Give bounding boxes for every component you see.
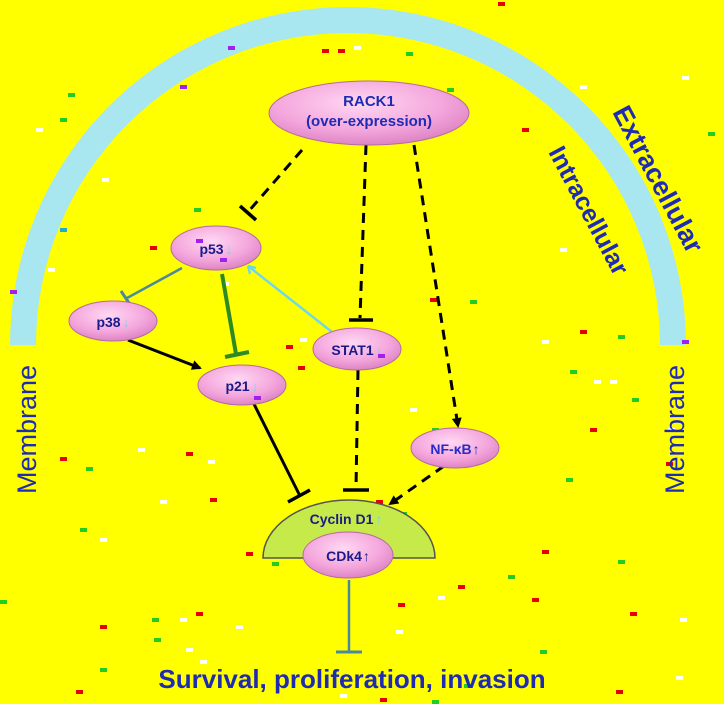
p38-label: p38↓ (96, 314, 129, 330)
rack1-label: RACK1 (343, 93, 395, 110)
node-cdk4: CDk4↑ (302, 531, 394, 579)
node-p21: p21↓ (197, 364, 287, 406)
edges (119, 144, 462, 654)
cyclin-d1-dome (262, 499, 436, 559)
edge-rack1-inhibits-stat1 (358, 144, 368, 319)
edge-p53-p21-bar (224, 350, 250, 359)
node-chips-decoration (196, 239, 385, 566)
node-rack1: RACK1 (over-expression) (268, 80, 470, 146)
edge-p53-inhibits-p38 (126, 266, 183, 300)
edge-stat1-activates-p53 (247, 265, 333, 333)
node-p53: p53↓ (170, 225, 262, 271)
edge-p38-activates-p21 (127, 338, 202, 370)
rack1-sublabel: (over-expression) (306, 113, 432, 130)
nfkb-label: NF-κB↑ (430, 441, 479, 457)
edge-stat1-inhibits-cyclin (354, 369, 360, 489)
node-nfkb: NF-κB↑ (410, 427, 500, 469)
edge-rack1-activates-nfkb (412, 144, 462, 428)
edge-p53-inhibits-p21 (220, 273, 238, 355)
edge-p21-cyclin-bar (287, 488, 311, 504)
outcome-label: Survival, proliferation, invasion (158, 664, 545, 694)
p21-label: p21↓ (225, 378, 258, 394)
stat1-label: STAT1↓ (331, 342, 382, 358)
edge-rack1-inhibits-p53 (246, 149, 304, 213)
edge-p21-inhibits-cyclin (252, 403, 302, 497)
node-stat1: STAT1↓ (312, 327, 402, 371)
edge-stat1-p53-arrowhead (246, 264, 257, 275)
node-p38: p38↓ (68, 300, 158, 342)
membrane-left-label: Membrane (12, 365, 42, 494)
edge-rack1-p53-bar (238, 204, 258, 222)
edge-nfkb-activates-cyclin (388, 464, 445, 506)
p53-label: p53↓ (199, 241, 232, 257)
membrane-right-label: Membrane (660, 365, 690, 494)
cyclin-d1-label: Cyclin D1↑ (310, 511, 383, 527)
cdk4-label: CDk4↑ (326, 548, 370, 564)
